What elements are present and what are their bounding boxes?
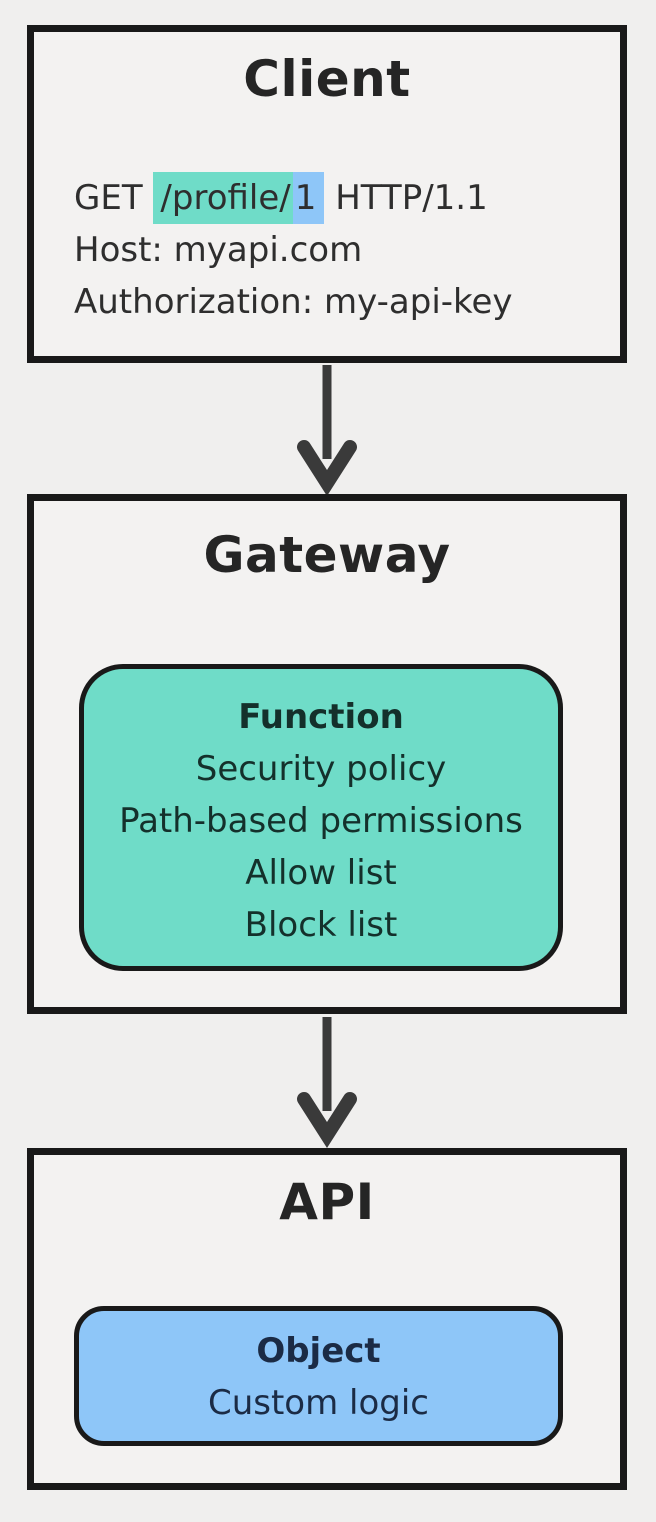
- function-card-item: Allow list: [245, 853, 397, 893]
- request-line: GET /profile/1 HTTP/1.1: [74, 172, 513, 224]
- function-card-item: Security policy: [195, 749, 447, 789]
- arrow-gateway-to-api: [297, 1017, 357, 1149]
- arrow-client-to-gateway: [297, 365, 357, 497]
- function-card-item: Block list: [244, 905, 398, 945]
- client-title: Client: [243, 50, 411, 108]
- request-protocol: HTTP/1.1: [335, 178, 488, 218]
- client-box: Client GET /profile/1 HTTP/1.1 Host: mya…: [27, 25, 627, 363]
- object-card: Object Custom logic: [74, 1306, 563, 1446]
- path-highlight: /profile/: [153, 172, 293, 224]
- request-authorization: Authorization: my-api-key: [74, 282, 513, 322]
- object-card-title: Object: [256, 1331, 381, 1371]
- object-card-item: Custom logic: [207, 1383, 430, 1423]
- gateway-title: Gateway: [203, 526, 451, 584]
- gateway-box: Gateway Function Security policy Path-ba…: [27, 494, 627, 1014]
- client-request: GET /profile/1 HTTP/1.1 Host: myapi.com …: [74, 172, 513, 328]
- function-card: Function Security policy Path-based perm…: [79, 664, 563, 971]
- api-box: API Object Custom logic: [27, 1148, 627, 1490]
- request-host: Host: myapi.com: [74, 230, 363, 270]
- function-card-title: Function: [238, 697, 404, 737]
- api-title: API: [279, 1173, 375, 1231]
- object-id-highlight: 1: [292, 172, 325, 224]
- request-method: GET: [74, 178, 143, 218]
- function-card-item: Path-based permissions: [119, 801, 523, 841]
